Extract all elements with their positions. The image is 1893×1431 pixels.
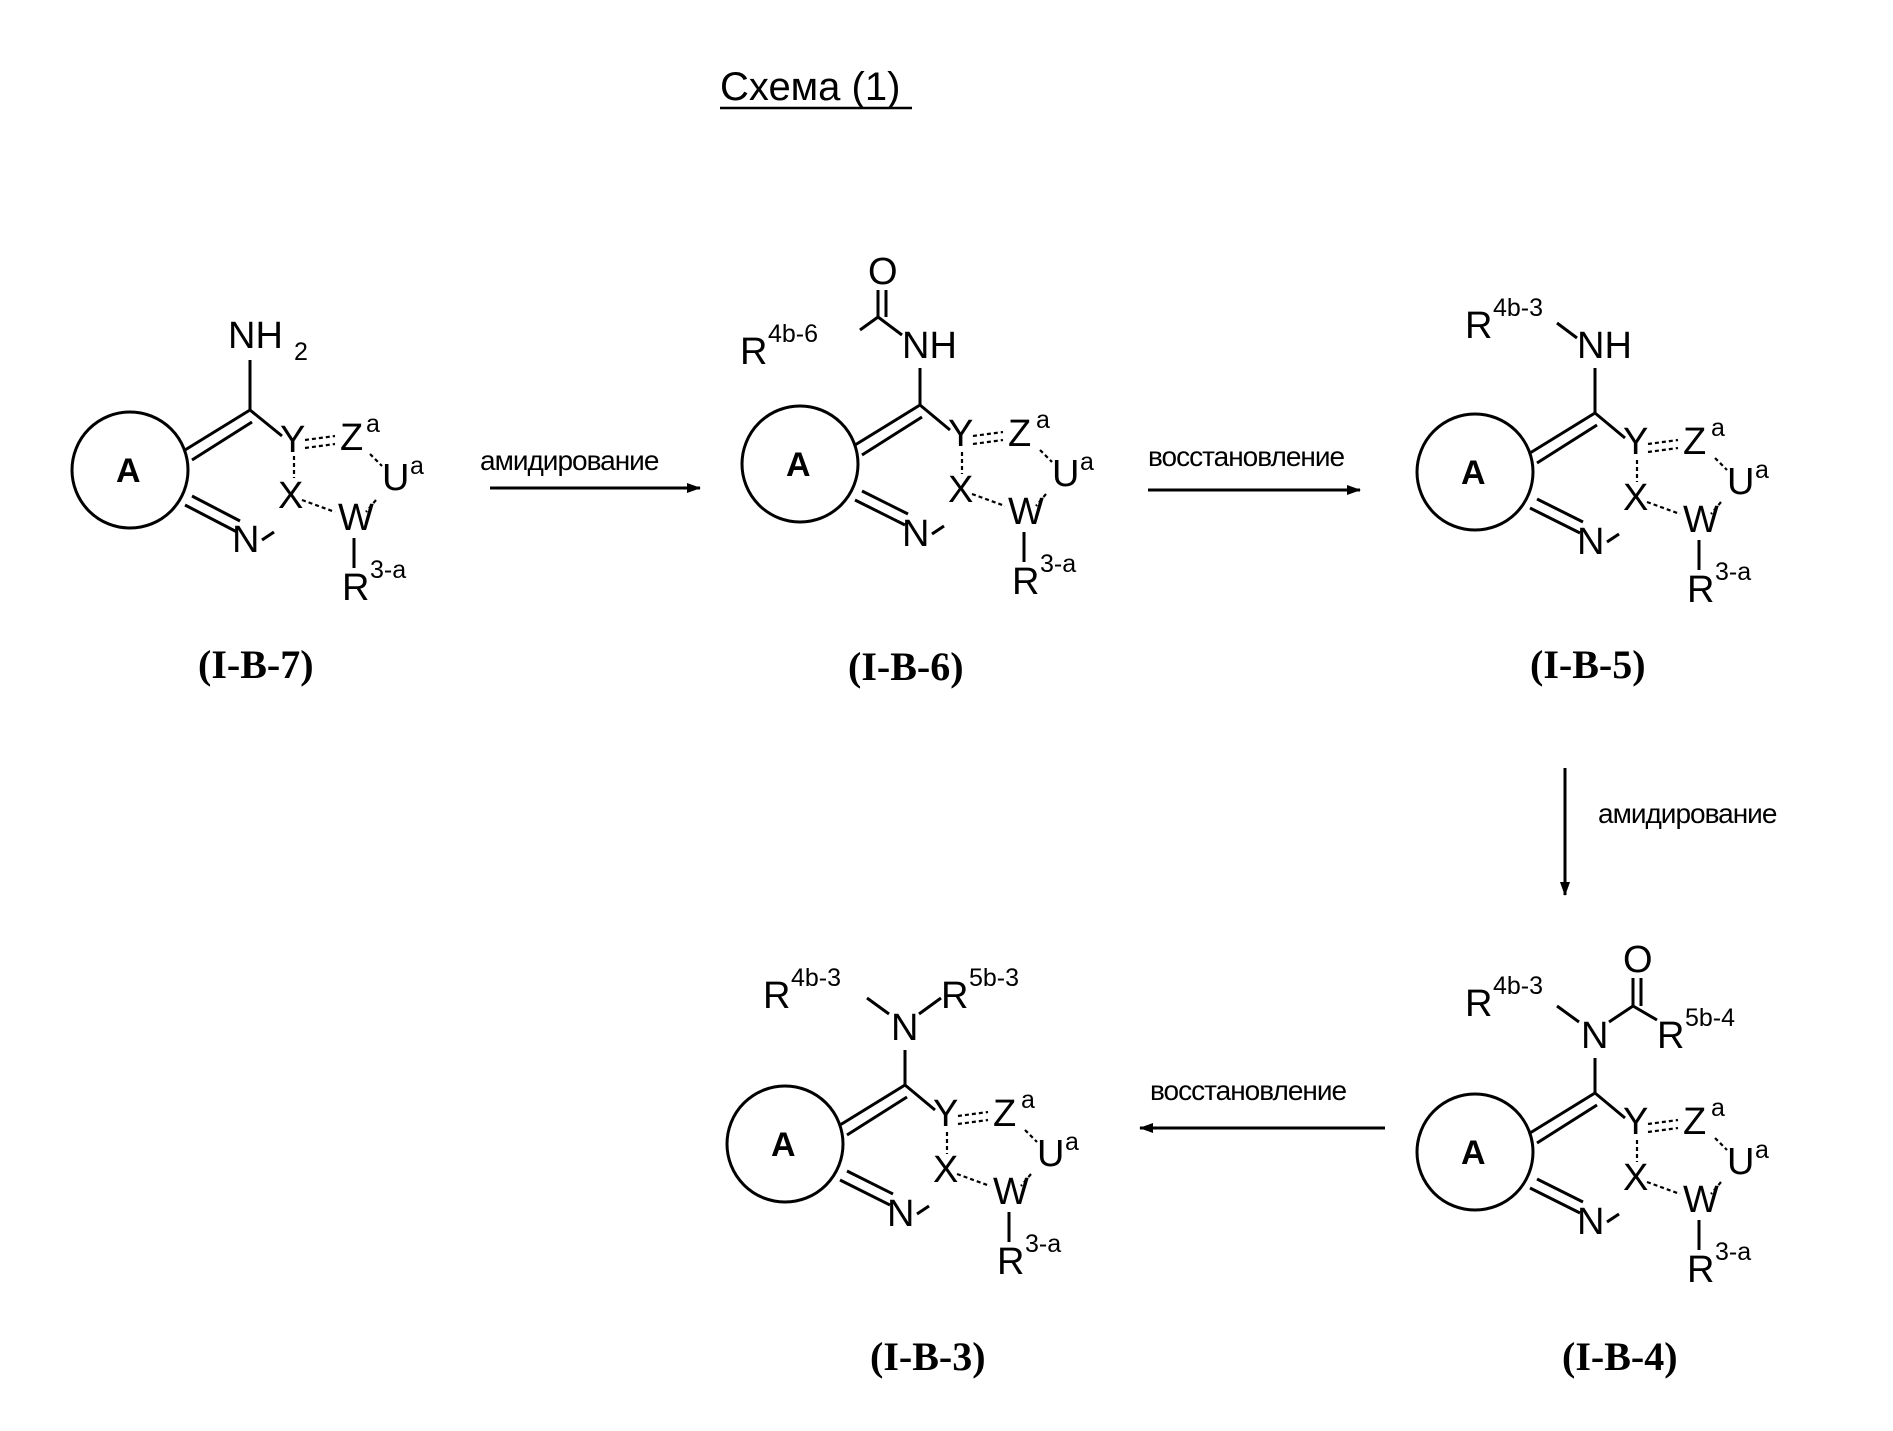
n-amine: N bbox=[891, 1007, 918, 1049]
atom-u: U bbox=[382, 457, 409, 499]
atom-u-sup: a bbox=[1755, 1136, 1769, 1164]
atom-r3-sup: 3-a bbox=[1025, 1230, 1061, 1258]
scheme-title: Схема (1) bbox=[720, 65, 900, 109]
atom-n: N bbox=[902, 513, 929, 555]
nh-label: NH bbox=[902, 325, 957, 367]
atom-r: R bbox=[1465, 983, 1492, 1025]
atom-n: N bbox=[1577, 521, 1604, 563]
atom-r: R bbox=[342, 567, 369, 609]
atom-w: W bbox=[338, 497, 374, 539]
atom-u: U bbox=[1052, 453, 1079, 495]
atom-n: N bbox=[1577, 1201, 1604, 1243]
atom-z-sup: a bbox=[1036, 406, 1050, 434]
atom-n: N bbox=[887, 1193, 914, 1235]
atom-y: Y bbox=[933, 1093, 958, 1135]
atom-z: Z bbox=[1008, 413, 1031, 455]
atom-y: Y bbox=[1623, 421, 1648, 463]
atom-u-sup: a bbox=[1755, 456, 1769, 484]
atom-w: W bbox=[993, 1171, 1029, 1213]
arrow-label-amidation-2: амидирование bbox=[1598, 798, 1777, 829]
ring-label: A bbox=[786, 446, 811, 484]
atom-r4: R bbox=[763, 975, 790, 1017]
atom-y: Y bbox=[1623, 1101, 1648, 1143]
atom-z-sup: a bbox=[1711, 414, 1725, 442]
compound-I-B-5: A NH R 4b-3 Y Z a U a X W N R 3-a bbox=[1417, 294, 1769, 611]
carbonyl-o: O bbox=[1623, 939, 1653, 981]
nh2-subscript: 2 bbox=[294, 338, 308, 366]
atom-u: U bbox=[1037, 1133, 1064, 1175]
ring-label: A bbox=[1461, 454, 1486, 492]
atom-r-sup: 4b-3 bbox=[1493, 294, 1543, 322]
atom-y: Y bbox=[948, 413, 973, 455]
compound-I-B-4: A N R 4b-3 O R 5b-4 Y Z a U a X W N R 3-… bbox=[1417, 939, 1769, 1291]
nh-label: NH bbox=[1577, 325, 1632, 367]
arrow-label-amidation-1: амидирование bbox=[480, 445, 659, 476]
atom-r3: R bbox=[1687, 1249, 1714, 1291]
atom-u: U bbox=[1727, 461, 1754, 503]
label-I-B-7: (I-B-7) bbox=[198, 642, 314, 687]
atom-w: W bbox=[1683, 1179, 1719, 1221]
label-I-B-5: (I-B-5) bbox=[1530, 642, 1646, 687]
atom-z: Z bbox=[340, 417, 363, 459]
compound-I-B-7: A NH 2 Y Z a U a X W N R 3-a bbox=[72, 315, 424, 609]
atom-u-sup: a bbox=[1065, 1128, 1079, 1156]
atom-y: Y bbox=[280, 419, 305, 461]
atom-w: W bbox=[1683, 499, 1719, 541]
atom-r-sup: 4b-6 bbox=[768, 320, 818, 348]
atom-r3-sup: 3-a bbox=[1040, 550, 1076, 578]
atom-r4-sup: 4b-3 bbox=[791, 964, 841, 992]
atom-r3-sup: 3-a bbox=[1715, 558, 1751, 586]
label-I-B-4: (I-B-4) bbox=[1562, 1334, 1678, 1379]
atom-r3: R bbox=[997, 1241, 1024, 1283]
n-amide: N bbox=[1581, 1015, 1608, 1057]
atom-r-sup: 3-a bbox=[370, 556, 406, 584]
ring-label: A bbox=[116, 452, 141, 490]
atom-n: N bbox=[232, 519, 259, 561]
atom-z-sup: a bbox=[1711, 1094, 1725, 1122]
atom-z: Z bbox=[993, 1093, 1016, 1135]
ring-label: A bbox=[1461, 1134, 1486, 1172]
compound-I-B-6: A NH O R 4b-6 Y Z a U a X W N R 3-a bbox=[740, 251, 1094, 603]
atom-x: X bbox=[1623, 1157, 1648, 1199]
atom-r5: R bbox=[941, 975, 968, 1017]
atom-r-sup: 4b-3 bbox=[1493, 972, 1543, 1000]
atom-r: R bbox=[740, 331, 767, 373]
atom-u: U bbox=[1727, 1141, 1754, 1183]
nh2-label: NH bbox=[228, 315, 283, 357]
atom-x: X bbox=[933, 1149, 958, 1191]
atom-r5-sup: 5b-3 bbox=[969, 964, 1019, 992]
atom-r3: R bbox=[1687, 569, 1714, 611]
atom-r5: R bbox=[1657, 1015, 1684, 1057]
atom-u-sup: a bbox=[410, 452, 424, 480]
atom-z-sup: a bbox=[366, 410, 380, 438]
atom-z-sup: a bbox=[1021, 1086, 1035, 1114]
atom-r5-sup: 5b-4 bbox=[1685, 1004, 1735, 1032]
atom-z: Z bbox=[1683, 1101, 1706, 1143]
atom-w: W bbox=[1008, 491, 1044, 533]
atom-x: X bbox=[278, 475, 303, 517]
label-I-B-3: (I-B-3) bbox=[870, 1334, 986, 1379]
carbonyl-o: O bbox=[868, 251, 898, 293]
ring-label: A bbox=[771, 1126, 796, 1164]
atom-r: R bbox=[1465, 305, 1492, 347]
arrow-label-reduction-1: восстановление bbox=[1148, 441, 1344, 472]
compound-I-B-3: A N R 4b-3 R 5b-3 Y Z a U a X W N R 3-a bbox=[727, 964, 1079, 1283]
atom-r3: R bbox=[1012, 561, 1039, 603]
atom-r3-sup: 3-a bbox=[1715, 1238, 1751, 1266]
atom-z: Z bbox=[1683, 421, 1706, 463]
arrow-label-reduction-2: восстановление bbox=[1150, 1075, 1346, 1106]
atom-u-sup: a bbox=[1080, 448, 1094, 476]
atom-x: X bbox=[1623, 477, 1648, 519]
atom-x: X bbox=[948, 469, 973, 511]
label-I-B-6: (I-B-6) bbox=[848, 644, 964, 689]
